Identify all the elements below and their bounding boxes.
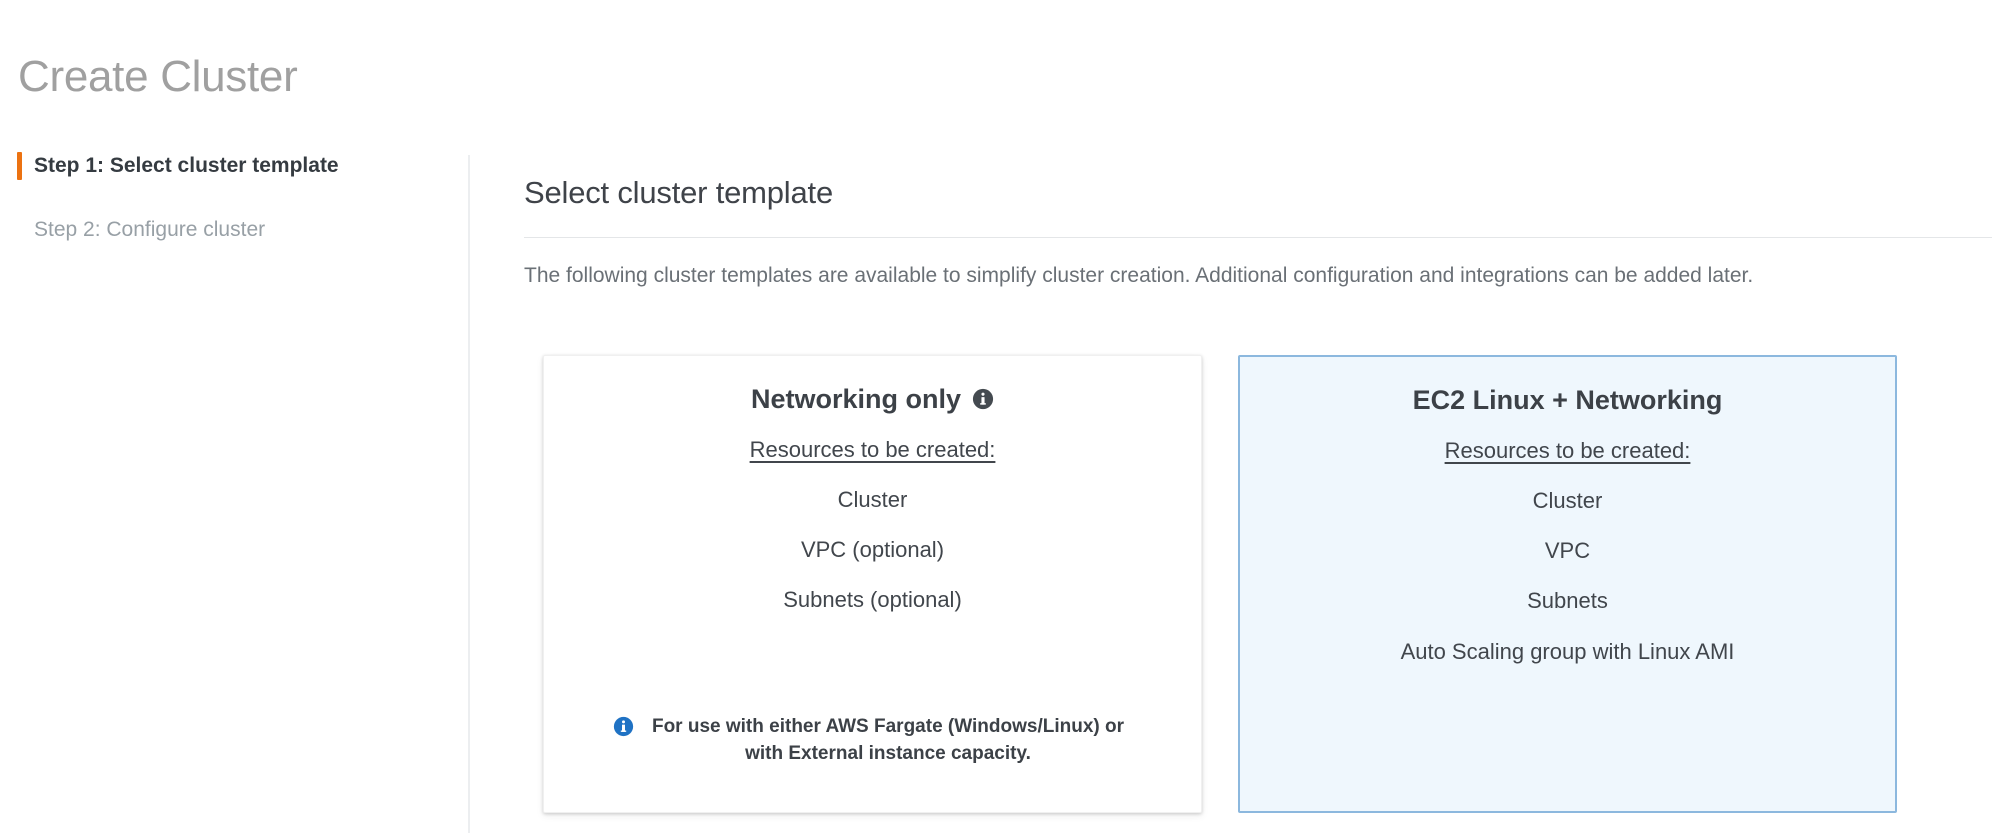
cluster-template-cards: Networking only Resources to be created:…	[543, 355, 1897, 813]
resource-item: Subnets (optional)	[783, 587, 962, 613]
resources-label: Resources to be created:	[749, 436, 996, 462]
info-icon[interactable]	[972, 388, 994, 410]
resources-label: Resources to be created:	[1444, 437, 1691, 463]
section-divider	[524, 236, 1992, 238]
resource-item: Cluster	[1532, 487, 1603, 513]
nav-divider	[468, 155, 470, 833]
sidebar-item-step-1[interactable]: Step 1: Select cluster template	[0, 148, 468, 184]
resource-item: VPC (optional)	[800, 536, 945, 562]
template-card-networking-only[interactable]: Networking only Resources to be created:…	[543, 355, 1202, 813]
card-title: EC2 Linux + Networking	[1413, 383, 1723, 418]
page-title: Create Cluster	[18, 52, 298, 102]
step-2-label: Step 2: Configure cluster	[34, 218, 266, 241]
main-content: Select cluster template The following cl…	[524, 148, 1992, 312]
step-1-label: Step 1: Select cluster template	[34, 154, 339, 177]
card-footer-text: For use with either AWS Fargate (Windows…	[651, 715, 1125, 765]
card-footer-note: For use with either AWS Fargate (Windows…	[613, 713, 1133, 768]
info-icon	[613, 716, 634, 737]
section-title: Select cluster template	[524, 174, 833, 210]
card-title-text: EC2 Linux + Networking	[1412, 385, 1723, 415]
step-navigation: Step 1: Select cluster template Step 2: …	[0, 148, 468, 248]
section-description: The following cluster templates are avai…	[524, 263, 1754, 287]
active-step-marker	[17, 152, 22, 180]
card-title: Networking only	[751, 382, 994, 417]
template-card-ec2-linux-networking[interactable]: EC2 Linux + Networking Resources to be c…	[1238, 355, 1897, 813]
resource-item: Cluster	[837, 486, 908, 512]
card-title-text: Networking only	[750, 384, 961, 414]
resource-list: Cluster VPC (optional) Subnets (optional…	[574, 463, 1171, 614]
resource-item: VPC	[1544, 537, 1591, 563]
resource-list: Cluster VPC Subnets Auto Scaling group w…	[1270, 464, 1865, 666]
resource-item: Subnets	[1527, 588, 1608, 614]
resource-item: Auto Scaling group with Linux AMI	[1400, 638, 1735, 664]
sidebar-item-step-2[interactable]: Step 2: Configure cluster	[0, 212, 468, 248]
